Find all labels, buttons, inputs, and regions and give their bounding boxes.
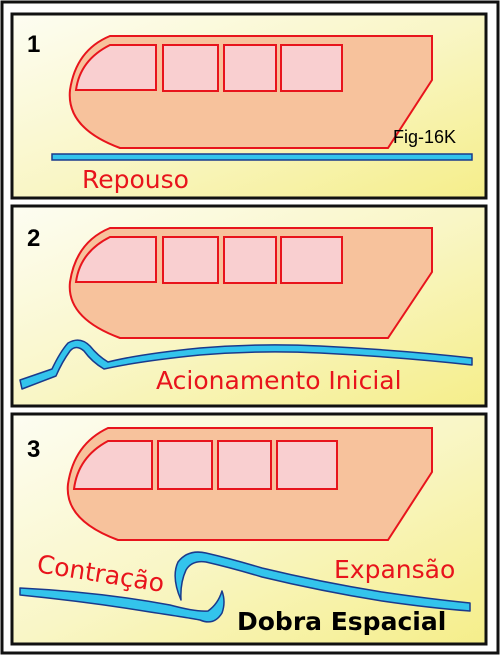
vehicle-3-window-2: [157, 440, 213, 490]
panel-2-number: 2: [27, 225, 40, 252]
vehicle-1: [68, 35, 433, 149]
vehicle-2-window-2: [162, 236, 219, 284]
vehicle-3-window-4: [276, 440, 338, 490]
panel-1-number: 1: [27, 31, 40, 58]
vehicle-2-window-4: [280, 236, 343, 284]
surface-initial-ripple: [19, 339, 473, 390]
caption-repouso: Repouso: [82, 165, 189, 194]
vehicle-1-window-front: [74, 44, 157, 91]
vehicle-3: [66, 427, 433, 541]
panel-3: 3 Contração Expansão Dobra Espacial: [10, 412, 488, 646]
vehicle-2-window-front: [74, 236, 157, 283]
caption-dobra-espacial: Dobra Espacial: [237, 607, 446, 636]
caption-expansao: Expansão: [334, 555, 455, 584]
figure-label: Fig-16K: [393, 127, 456, 147]
panel-3-number: 3: [27, 436, 40, 463]
vehicle-1-window-4: [280, 44, 343, 92]
vehicle-1-window-3: [223, 44, 277, 92]
vehicle-1-window-2: [162, 44, 219, 92]
panel-2: 2 Acionamento Inicial: [10, 204, 488, 408]
vehicle-3-window-front: [72, 440, 153, 490]
surface-expansion: [174, 551, 471, 612]
panel-1: 1 Fig-16K Repouso: [10, 12, 488, 200]
vehicle-2: [68, 227, 433, 339]
vehicle-2-window-3: [223, 236, 277, 284]
surface-flat: [51, 153, 473, 161]
vehicle-3-window-3: [217, 440, 272, 490]
caption-acionamento-inicial: Acionamento Inicial: [156, 366, 402, 395]
surface-contraction: [19, 587, 225, 623]
